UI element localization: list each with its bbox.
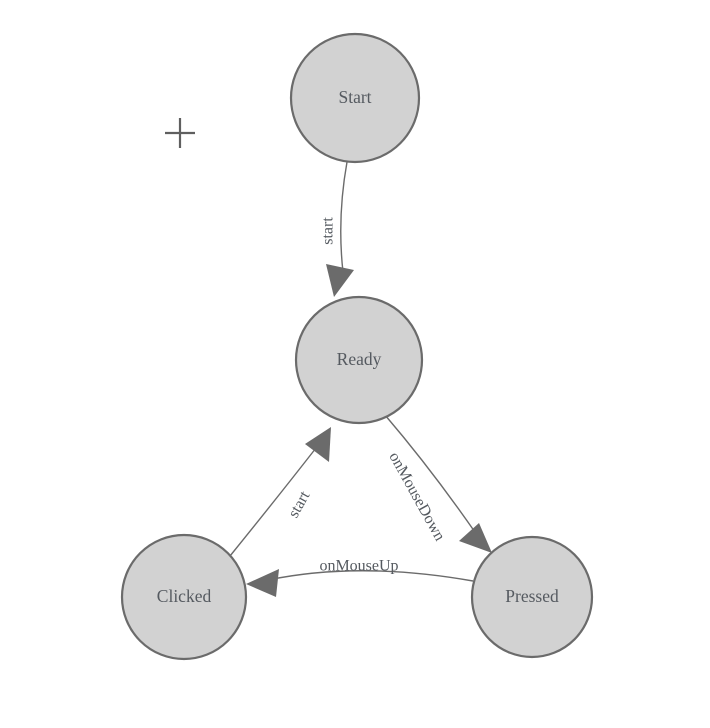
node-clicked[interactable]: Clicked xyxy=(120,533,248,661)
edge-path-pressed-to-clicked xyxy=(267,570,474,582)
node-clicked-label: Clicked xyxy=(157,586,212,606)
node-pressed-label: Pressed xyxy=(505,586,559,606)
node-pressed-circle[interactable] xyxy=(470,535,594,659)
arrowhead-ready-to-pressed xyxy=(459,523,492,553)
edge-path-clicked-to-ready xyxy=(229,447,317,557)
node-start[interactable]: Start xyxy=(289,32,421,164)
crosshair-icon[interactable] xyxy=(165,118,195,148)
node-ready-circle[interactable] xyxy=(294,295,424,425)
arrowhead-clicked-to-ready xyxy=(305,427,331,462)
node-start-circle[interactable] xyxy=(289,32,421,164)
edge-label-pressed-to-clicked: onMouseUp xyxy=(319,558,398,575)
node-start-label: Start xyxy=(338,87,371,107)
edge-label-clicked-to-ready: start xyxy=(285,488,313,521)
arrowhead-start-to-ready xyxy=(326,264,354,297)
edge-clicked-to-ready[interactable]: start xyxy=(229,427,331,557)
edge-start-to-ready[interactable]: start xyxy=(320,161,354,297)
node-ready-label: Ready xyxy=(337,349,382,369)
edge-path-start-to-ready xyxy=(340,161,348,273)
node-ready[interactable]: Ready xyxy=(294,295,424,425)
arrowhead-pressed-to-clicked xyxy=(246,569,279,597)
edge-label-start-to-ready: start xyxy=(320,217,337,245)
node-clicked-circle[interactable] xyxy=(120,533,248,661)
node-pressed[interactable]: Pressed xyxy=(470,535,594,659)
edge-pressed-to-clicked[interactable]: onMouseUp xyxy=(246,558,474,597)
edge-label-ready-to-pressed: onMouseDown xyxy=(385,449,448,544)
edge-path-ready-to-pressed xyxy=(384,414,478,536)
edge-ready-to-pressed[interactable]: onMouseDown xyxy=(384,414,492,553)
